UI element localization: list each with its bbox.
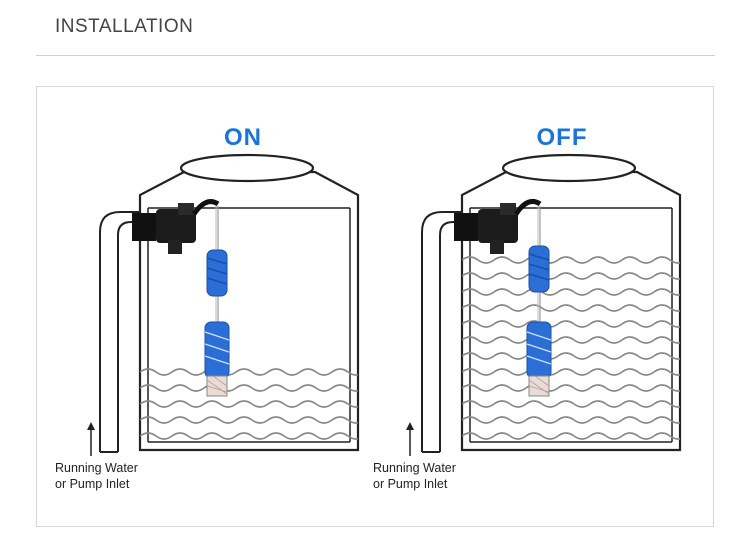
inlet-caption-off: Running Water or Pump Inlet — [373, 460, 456, 492]
water-waves — [462, 256, 680, 440]
inlet-arrow-icon — [406, 422, 414, 456]
off-label: OFF — [536, 124, 588, 151]
inlet-caption-line2: or Pump Inlet — [373, 477, 448, 491]
inlet-arrow-icon — [87, 422, 95, 456]
on-label: ON — [224, 124, 262, 151]
page-title: INSTALLATION — [55, 16, 194, 37]
inlet-caption-line1: Running Water — [55, 461, 138, 475]
water-waves — [140, 368, 358, 440]
inlet-caption-on: Running Water or Pump Inlet — [55, 460, 138, 492]
lower-float-icon — [204, 321, 230, 397]
inlet-caption-line2: or Pump Inlet — [55, 477, 130, 491]
diagram-frame — [36, 86, 714, 527]
header-divider — [36, 55, 715, 56]
tank-opening — [179, 153, 315, 183]
valve-icon — [132, 199, 220, 254]
valve-icon — [454, 199, 542, 254]
tank-opening — [501, 153, 637, 183]
lower-float-icon — [526, 321, 552, 397]
tank-off — [406, 153, 682, 456]
tank-on — [87, 153, 360, 456]
upper-float-icon — [206, 249, 228, 297]
upper-float-icon — [528, 245, 550, 293]
inlet-caption-line1: Running Water — [373, 461, 456, 475]
